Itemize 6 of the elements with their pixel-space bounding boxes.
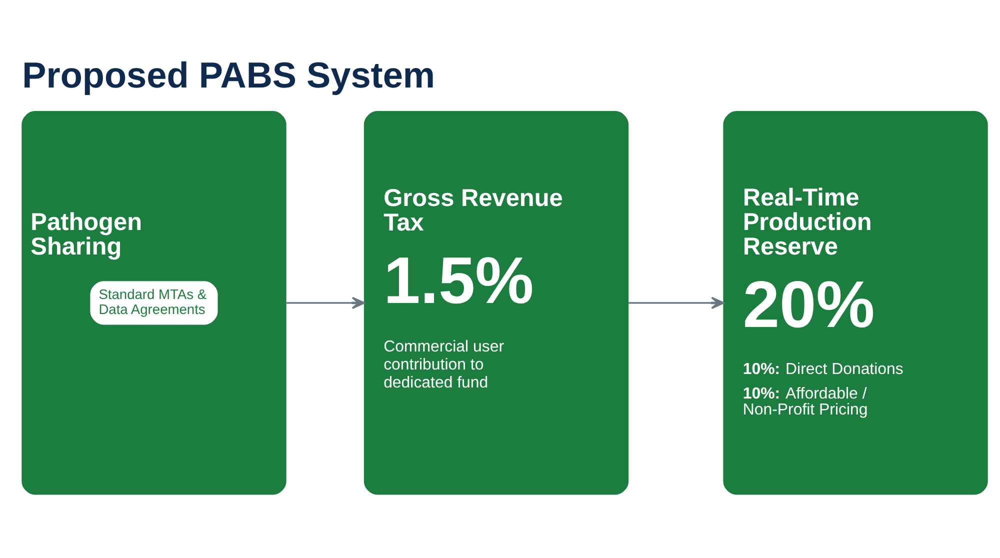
diagram-title: Proposed PABS System: [22, 54, 435, 96]
node-box: Gross Revenue Tax 1.5% Commercial user contribution to dedicated fund: [363, 111, 628, 495]
arrow: [628, 296, 724, 310]
node-box: Real-Time Production Reserve 20% 10%: Direct Donations 10%: Affordable / Non-Profit Pricing: [722, 111, 988, 495]
arrow: [285, 296, 364, 310]
node-box: Standard MTAs & Data Agreements: [90, 281, 218, 325]
